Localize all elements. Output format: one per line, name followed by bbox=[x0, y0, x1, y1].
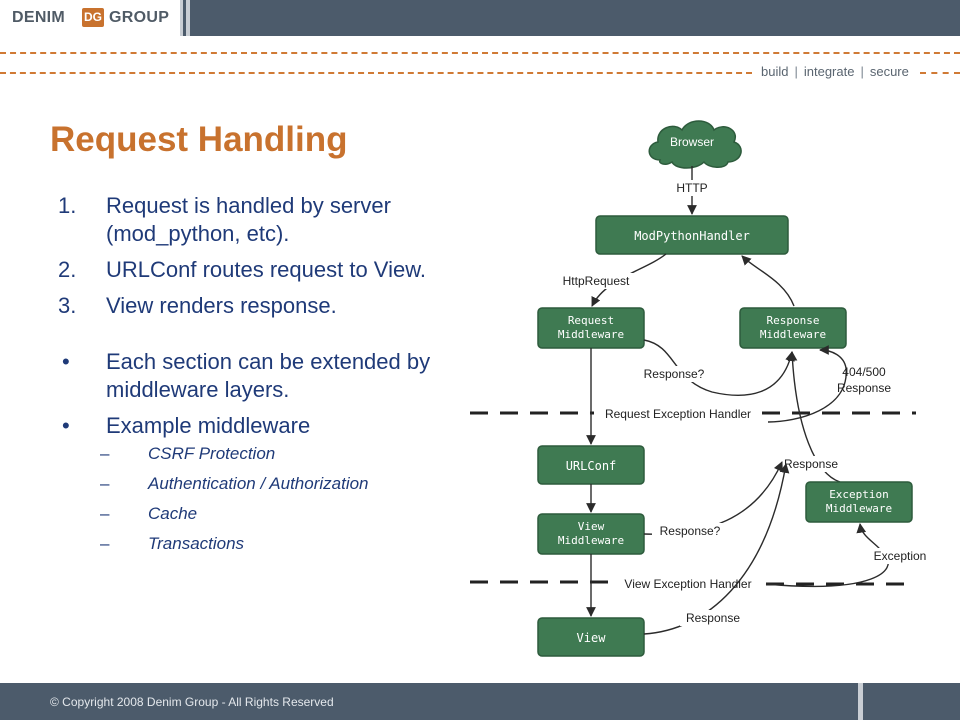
header-divider bbox=[186, 0, 190, 36]
code-label-2: Response bbox=[837, 381, 891, 395]
urlconf-label: URLConf bbox=[566, 459, 617, 473]
response-middleware-label-1: Response bbox=[767, 314, 820, 327]
header-dash-line-bottom bbox=[0, 72, 752, 74]
urlconf-node: URLConf bbox=[537, 445, 645, 485]
exception-middleware-label-2: Middleware bbox=[826, 502, 892, 515]
logo-text-right: GROUP bbox=[109, 9, 170, 26]
tagline-integrate: integrate bbox=[803, 64, 855, 79]
step-item: 2. URLConf routes request to View. bbox=[58, 256, 438, 284]
exception-middleware-node: Exception Middleware bbox=[805, 481, 913, 523]
browser-node: Browser bbox=[648, 120, 742, 169]
footer-bar: © Copyright 2008 Denim Group - All Right… bbox=[0, 683, 960, 720]
bullet-item: • Each section can be extended by middlew… bbox=[58, 348, 438, 404]
response-middleware-node: Response Middleware bbox=[739, 307, 847, 349]
response-label-1: Response bbox=[784, 457, 838, 471]
request-exception-handler-label: Request Exception Handler bbox=[605, 407, 751, 421]
copyright-text: © Copyright 2008 Denim Group - All Right… bbox=[50, 695, 334, 709]
bullet-text: Example middleware bbox=[106, 413, 311, 438]
request-middleware-node: Request Middleware bbox=[537, 307, 645, 349]
sub-item-text: Cache bbox=[148, 504, 198, 523]
exception-label: Exception bbox=[874, 549, 927, 563]
header-dash-line-tail bbox=[920, 72, 960, 74]
response-question-label-1: Response? bbox=[644, 367, 705, 381]
logo-mark-icon: DG bbox=[82, 8, 104, 27]
response-question-label-1-bg bbox=[636, 366, 712, 382]
tagline-secure: secure bbox=[869, 64, 909, 79]
step-number: 1. bbox=[58, 193, 77, 218]
modpythonhandler-label: ModPythonHandler bbox=[634, 229, 750, 243]
view-label: View bbox=[577, 631, 607, 645]
modpythonhandler-node: ModPythonHandler bbox=[595, 215, 789, 255]
step-text: URLConf routes request to View. bbox=[106, 257, 426, 282]
response-question-label-2-bg bbox=[652, 523, 728, 539]
exception-middleware-label-1: Exception bbox=[829, 488, 889, 501]
sub-item: – CSRF Protection bbox=[58, 444, 438, 464]
response-middleware-label-2: Middleware bbox=[760, 328, 826, 341]
footer-divider bbox=[858, 683, 863, 720]
sub-item-text: Transactions bbox=[148, 534, 245, 553]
http-label: HTTP bbox=[676, 181, 707, 195]
logo-text-left: DENIM bbox=[12, 9, 66, 26]
logo: DENIM DG GROUP bbox=[0, 0, 183, 36]
httprequest-label-bg bbox=[558, 273, 636, 289]
request-middleware-label-1: Request bbox=[568, 314, 614, 327]
response-to-handler-arrow bbox=[741, 255, 795, 307]
bullet-icon: • bbox=[62, 413, 70, 438]
request-flow-diagram: Request Exception Handler View Exception… bbox=[470, 120, 932, 657]
dash-icon: – bbox=[100, 444, 110, 463]
sub-item: – Cache bbox=[58, 504, 438, 524]
logo-mark-text: DG bbox=[84, 10, 102, 24]
response-question-arrow-1 bbox=[643, 339, 795, 396]
view-middleware-label-1: View bbox=[578, 520, 605, 533]
sub-item: – Authentication / Authorization bbox=[58, 474, 438, 494]
header-dash-line-top bbox=[0, 52, 960, 54]
bullet-item: • Example middleware bbox=[58, 412, 438, 440]
bullet-icon: • bbox=[62, 349, 70, 374]
tagline-build: build bbox=[761, 64, 789, 79]
response-label-1-bg bbox=[778, 456, 844, 472]
sub-item-text: CSRF Protection bbox=[148, 444, 276, 463]
dash-icon: – bbox=[100, 504, 110, 523]
view-node: View bbox=[537, 617, 645, 657]
slide-title: Request Handling bbox=[50, 120, 348, 159]
step-item: 3. View renders response. bbox=[58, 292, 438, 320]
code-label-1: 404/500 bbox=[842, 365, 886, 379]
dash-icon: – bbox=[100, 474, 110, 493]
404-response-arrow bbox=[767, 345, 847, 423]
view-response-arrow bbox=[643, 463, 790, 635]
dash-icon: – bbox=[100, 534, 110, 553]
sub-item-text: Authentication / Authorization bbox=[148, 474, 369, 493]
view-exception-handler-label: View Exception Handler bbox=[624, 577, 751, 591]
bullet-text: Each section can be extended by middlewa… bbox=[106, 349, 431, 402]
step-number: 3. bbox=[58, 293, 77, 318]
browser-label: Browser bbox=[670, 135, 714, 149]
view-middleware-node: View Middleware bbox=[537, 513, 645, 555]
request-middleware-label-2: Middleware bbox=[558, 328, 624, 341]
http-label-bg bbox=[670, 180, 716, 196]
exception-label-bg bbox=[868, 548, 932, 564]
exception-to-response-arrow bbox=[787, 351, 841, 483]
view-middleware-label-2: Middleware bbox=[558, 534, 624, 547]
step-item: 1. Request is handled by server (mod_pyth… bbox=[58, 192, 438, 248]
step-text: View renders response. bbox=[106, 293, 337, 318]
tagline: build|integrate|secure bbox=[761, 64, 909, 79]
response-label-2-bg bbox=[680, 610, 746, 626]
sub-item: – Transactions bbox=[58, 534, 438, 554]
step-text: Request is handled by server (mod_python… bbox=[106, 193, 391, 246]
response-label-2: Response bbox=[686, 611, 740, 625]
httprequest-label: HttpRequest bbox=[563, 274, 630, 288]
content-list: 1. Request is handled by server (mod_pyth… bbox=[58, 192, 438, 564]
step-number: 2. bbox=[58, 257, 77, 282]
header-bar: DENIM DG GROUP bbox=[0, 0, 960, 36]
response-question-label-2: Response? bbox=[660, 524, 721, 538]
